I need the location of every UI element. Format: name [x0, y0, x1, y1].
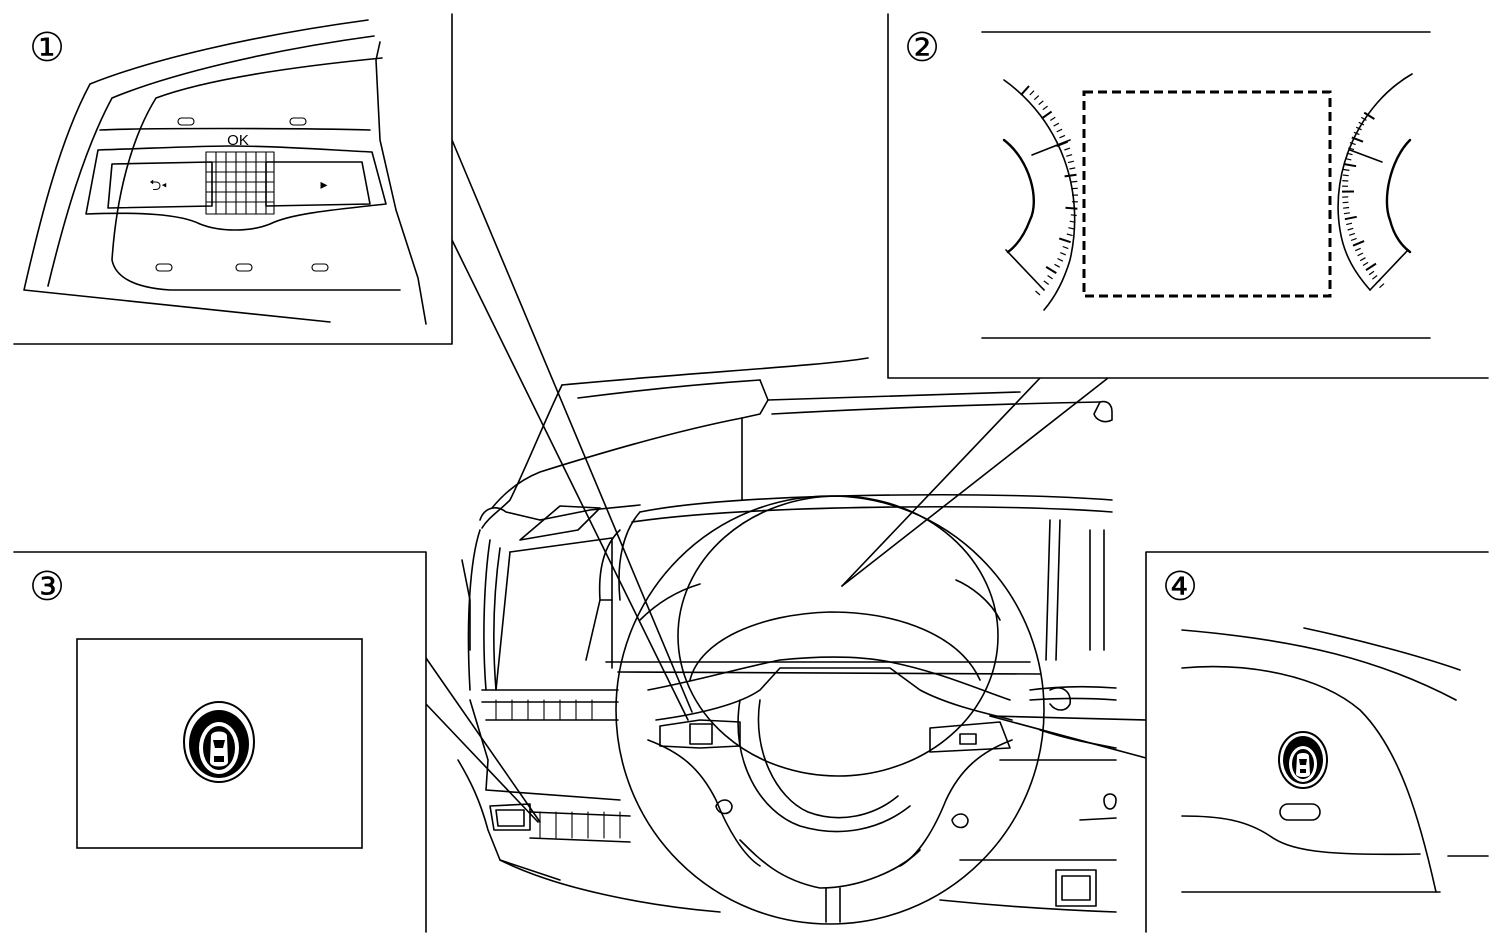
- panel-3-park-assist-dash: ③: [0, 552, 426, 946]
- right-arrow-label: ▸: [320, 176, 327, 192]
- callout-number-2: ②: [904, 26, 940, 70]
- panel-1-steering-switch: ① OK ⮌◂ ▸: [0, 0, 452, 344]
- callout-number-3: ③: [29, 565, 65, 609]
- car-top-view-icon: [1296, 753, 1310, 777]
- park-assist-button-icon: [184, 702, 254, 782]
- gauge-tick: [1066, 208, 1078, 209]
- dashboard-illustration: [458, 358, 1116, 924]
- callout-number-4: ④: [1162, 565, 1198, 609]
- gauge-tick: [1343, 208, 1349, 209]
- park-assist-button-icon: [1279, 732, 1327, 788]
- callout-number-1: ①: [29, 26, 65, 70]
- gauge-tick: [1071, 215, 1077, 216]
- back-left-arrow-label: ⮌◂: [149, 177, 167, 194]
- gauge-tick: [1343, 202, 1349, 203]
- ok-label: OK: [227, 132, 249, 149]
- panel-4-park-assist-console: ④: [1146, 552, 1502, 946]
- gauge-tick: [1071, 181, 1077, 182]
- panel-2-instrument-cluster: ②: [888, 14, 1502, 378]
- gauge-tick: [1343, 175, 1349, 176]
- car-top-view-icon: [210, 732, 228, 767]
